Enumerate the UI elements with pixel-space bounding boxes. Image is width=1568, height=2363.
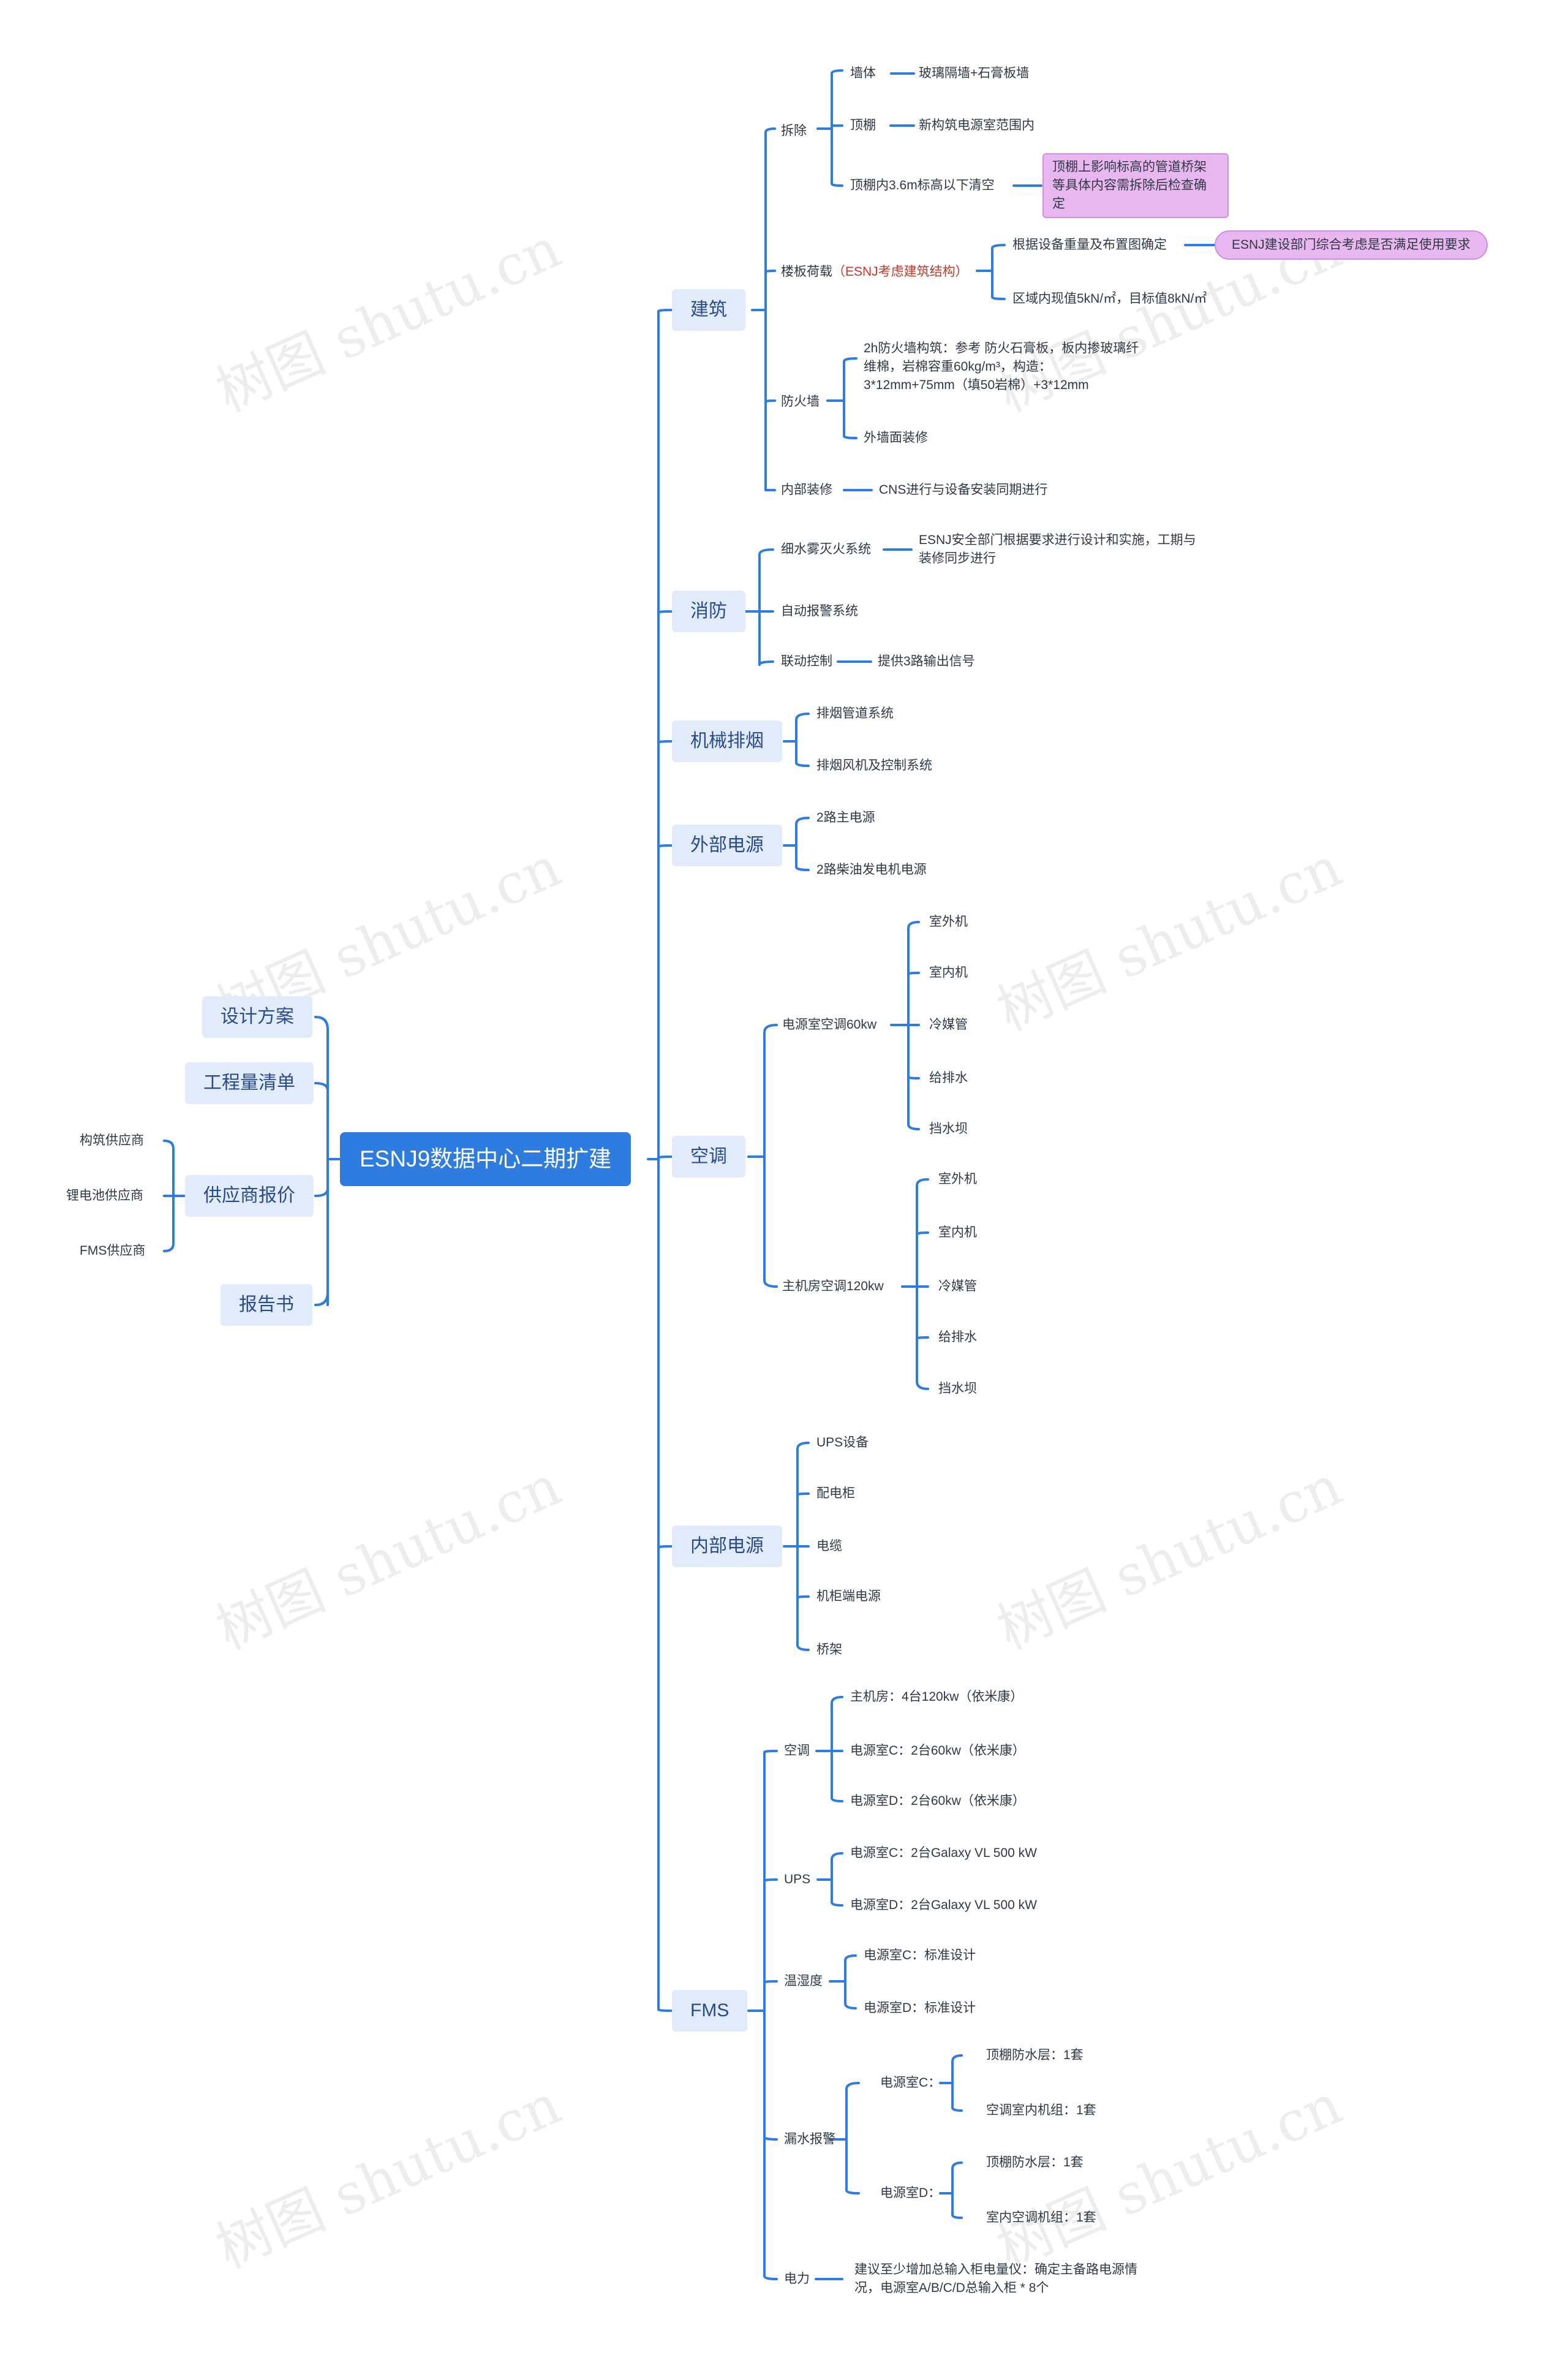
- node-smoke-duct[interactable]: 排烟管道系统: [816, 706, 894, 720]
- node-report[interactable]: 报告书: [221, 1284, 312, 1326]
- node-leak-room-c[interactable]: 电源室C：: [880, 2076, 941, 2090]
- node-supplier-quote[interactable]: 供应商报价: [185, 1175, 314, 1217]
- node-leak-c-ceiling[interactable]: 顶棚防水层：1套: [986, 2048, 1084, 2062]
- node-smoke-fan[interactable]: 排烟风机及控制系统: [816, 758, 932, 773]
- note-ceiling-clear[interactable]: 顶棚上影响标高的管道桥架等具体内容需拆除后检查确定: [1042, 153, 1229, 218]
- note-floor-requirement[interactable]: ESNJ建设部门综合考虑是否满足使用要求: [1215, 230, 1488, 260]
- node-fms[interactable]: FMS: [672, 1990, 748, 2032]
- node-linkage-control[interactable]: 联动控制: [781, 654, 832, 668]
- node-mr-water-dam[interactable]: 挡水坝: [938, 1382, 977, 1396]
- node-pr-refrigerant-pipe[interactable]: 冷媒管: [929, 1018, 968, 1032]
- node-wall-detail[interactable]: 玻璃隔墙+石膏板墙: [919, 66, 1030, 80]
- node-fms-ac[interactable]: 空调: [784, 1744, 810, 1758]
- node-fms-ac-room-d[interactable]: 电源室D：2台60kw（依米康）: [850, 1794, 1025, 1808]
- node-mr-water[interactable]: 给排水: [938, 1330, 977, 1344]
- node-fms-ups[interactable]: UPS: [784, 1872, 811, 1886]
- node-leak-room-d[interactable]: 电源室D：: [880, 2186, 941, 2200]
- node-firewall-construction[interactable]: 2h防火墙构筑：参考 防火石膏板，板内掺玻璃纤维棉，岩棉容重60kg/m³，构造…: [864, 341, 1139, 392]
- node-mr-indoor-unit[interactable]: 室内机: [938, 1225, 977, 1239]
- node-leak-d-ceiling[interactable]: 顶棚防水层：1套: [986, 2155, 1084, 2169]
- node-water-mist[interactable]: 细水雾灭火系统: [781, 542, 871, 556]
- node-pr-outdoor-unit[interactable]: 室外机: [929, 915, 968, 929]
- node-demolish[interactable]: 拆除: [781, 124, 807, 138]
- node-internal-power[interactable]: 内部电源: [672, 1526, 782, 1567]
- node-cable[interactable]: 电缆: [816, 1539, 842, 1553]
- node-smoke-exhaust[interactable]: 机械排烟: [672, 720, 782, 762]
- node-hvac[interactable]: 空调: [672, 1136, 745, 1178]
- node-interior-detail[interactable]: CNS进行与设备安装同期进行: [879, 483, 1048, 497]
- node-bill-of-quantities[interactable]: 工程量清单: [185, 1062, 314, 1104]
- node-ceiling[interactable]: 顶棚: [850, 118, 876, 132]
- node-design-plan[interactable]: 设计方案: [202, 996, 312, 1038]
- node-fms-temp-humidity[interactable]: 温湿度: [784, 1974, 823, 1988]
- node-main-room-ac[interactable]: 主机房空调120kw: [782, 1279, 884, 1293]
- node-floor-item-weight[interactable]: 根据设备重量及布置图确定: [1012, 238, 1167, 252]
- node-building[interactable]: 建筑: [672, 289, 745, 331]
- node-floor-load[interactable]: 楼板荷载（ESNJ考虑建筑结构）: [781, 265, 968, 279]
- node-fms-ups-room-c[interactable]: 电源室C：2台Galaxy VL 500 kW: [850, 1846, 1037, 1860]
- node-power-room-ac[interactable]: 电源室空调60kw: [782, 1018, 877, 1032]
- node-fms-th-room-c[interactable]: 电源室C：标准设计: [864, 1948, 976, 1962]
- node-firewall-exterior[interactable]: 外墙面装修: [864, 431, 928, 445]
- node-ceiling-detail[interactable]: 新构筑电源室范围内: [919, 118, 1035, 132]
- node-auto-alarm[interactable]: 自动报警系统: [781, 604, 858, 618]
- node-mr-refrigerant-pipe[interactable]: 冷媒管: [938, 1279, 977, 1293]
- node-floor-item-value[interactable]: 区域内现值5kN/㎡，目标值8kN/㎡: [1012, 292, 1207, 306]
- node-fms-ups-room-d[interactable]: 电源室D：2台Galaxy VL 500 kW: [850, 1898, 1037, 1912]
- node-fms-th-room-d[interactable]: 电源室D：标准设计: [864, 2001, 976, 2015]
- node-supplier-battery[interactable]: 锂电池供应商: [66, 1189, 143, 1203]
- node-pr-water-dam[interactable]: 挡水坝: [929, 1122, 968, 1136]
- node-wall[interactable]: 墙体: [850, 66, 876, 80]
- node-fms-ac-main[interactable]: 主机房：4台120kw（依米康）: [850, 1690, 1023, 1704]
- node-ceiling-clear[interactable]: 顶棚内3.6m标高以下清空: [850, 178, 995, 192]
- node-firewall[interactable]: 防火墙: [781, 395, 820, 409]
- node-linkage-detail[interactable]: 提供3路输出信号: [878, 654, 975, 668]
- node-external-power[interactable]: 外部电源: [672, 825, 782, 866]
- node-mr-outdoor-unit[interactable]: 室外机: [938, 1172, 977, 1186]
- floor-load-note: （ESNJ考虑建筑结构）: [832, 265, 968, 279]
- node-diesel-power[interactable]: 2路柴油发电机电源: [816, 863, 927, 877]
- node-pr-indoor-unit[interactable]: 室内机: [929, 966, 968, 980]
- node-cable-tray[interactable]: 桥架: [816, 1643, 842, 1657]
- node-fms-leak-alarm[interactable]: 漏水报警: [784, 2132, 835, 2146]
- node-fms-power[interactable]: 电力: [784, 2272, 810, 2286]
- node-supplier-construction[interactable]: 构筑供应商: [80, 1133, 144, 1147]
- node-fms-power-detail[interactable]: 建议至少增加总输入柜电量仪：确定主备路电源情况，电源室A/B/C/D总输入柜 *…: [854, 2263, 1137, 2295]
- node-rack-power[interactable]: 机柜端电源: [816, 1589, 881, 1603]
- node-supplier-fms[interactable]: FMS供应商: [80, 1244, 146, 1258]
- node-leak-c-ac-unit[interactable]: 空调室内机组：1套: [986, 2103, 1096, 2117]
- node-pr-water[interactable]: 给排水: [929, 1071, 968, 1085]
- node-water-mist-detail[interactable]: ESNJ安全部门根据要求进行设计和实施，工期与装修同步进行: [919, 533, 1196, 565]
- node-main-power[interactable]: 2路主电源: [816, 811, 875, 825]
- root-topic[interactable]: ESNJ9数据中心二期扩建: [340, 1132, 631, 1186]
- node-interior-decoration[interactable]: 内部装修: [781, 483, 832, 497]
- node-ups-equipment[interactable]: UPS设备: [816, 1435, 869, 1450]
- node-fms-ac-room-c[interactable]: 电源室C：2台60kw（依米康）: [850, 1744, 1025, 1758]
- node-switchgear[interactable]: 配电柜: [816, 1486, 855, 1500]
- node-leak-d-ac-unit[interactable]: 室内空调机组：1套: [986, 2210, 1096, 2225]
- node-fire-protection[interactable]: 消防: [672, 591, 745, 632]
